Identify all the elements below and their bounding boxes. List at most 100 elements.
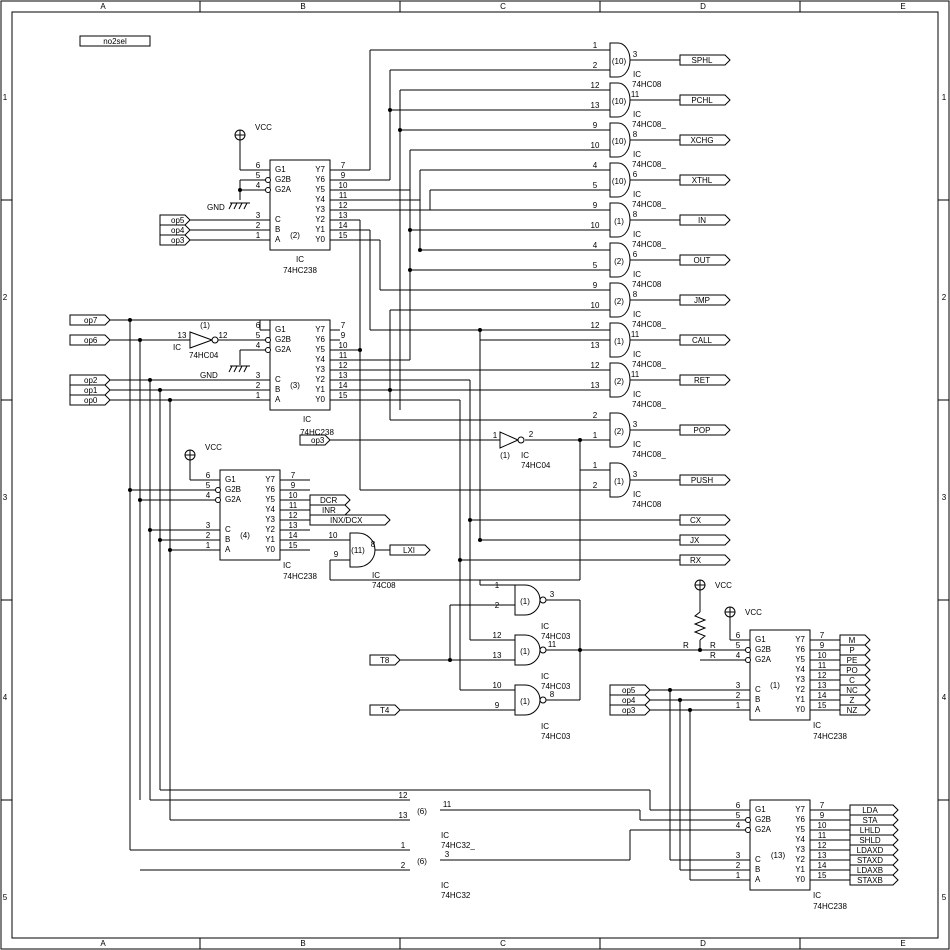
and-gate-group: (10)123IC74HC08SPHL(10)121311IC74HC08_PC… [591, 41, 731, 509]
col-label-d: D [700, 2, 706, 11]
and-gate-body [609, 362, 631, 398]
gate-ref: (1) [520, 597, 530, 606]
pin-num: 2 [206, 531, 211, 540]
pin-num: 11 [548, 640, 557, 649]
output-tag [679, 424, 731, 436]
col-label-e: E [900, 2, 905, 11]
input-op5-label: op5 [622, 686, 636, 695]
pin-num: 15 [339, 391, 348, 400]
pin-c: C [755, 855, 761, 864]
and-gate-body [609, 162, 631, 198]
pin-y2: Y2 [795, 855, 805, 864]
pin-num: 9 [593, 281, 598, 290]
vcc-symbol-u4: VCC [184, 443, 222, 461]
pin-num: 5 [256, 331, 261, 340]
pin-num: 6 [256, 321, 261, 330]
output-store-3: LHLD [849, 824, 899, 836]
gate-type: 74HC08_ [632, 450, 666, 459]
output-store-5: LDAXD [849, 844, 899, 856]
input-op3: op3 [159, 234, 191, 246]
input-op6: op6 [69, 334, 111, 346]
input-op0-label: op0 [84, 396, 98, 405]
input-op1-label: op1 [84, 386, 98, 395]
output-tag [679, 94, 731, 106]
pin-y2: Y2 [315, 375, 325, 384]
row-label-1: 1 [3, 93, 8, 102]
pin-y6: Y6 [315, 335, 325, 344]
gate-ref: (6) [417, 857, 427, 866]
pin-y5: Y5 [795, 825, 805, 834]
gnd-label: GND [207, 203, 225, 212]
output-tag [679, 374, 731, 386]
output-inr-label: INR [322, 506, 336, 515]
pin-num: 7 [291, 471, 296, 480]
gate-type: 74HC08_ [632, 320, 666, 329]
output-label: PUSH [691, 476, 713, 485]
gate-type: 74HC08_ [632, 200, 666, 209]
gate-type: 74HC08_ [632, 360, 666, 369]
pin-num: 1 [593, 41, 598, 50]
output-store-7: LDAXB [849, 864, 899, 876]
pin-g2a: G2A [755, 825, 772, 834]
input-op2-label: op2 [84, 376, 98, 385]
output-label: Z [850, 696, 855, 705]
pin-y6: Y6 [795, 815, 805, 824]
pin-num: 6 [633, 170, 638, 179]
gate-ic: IC [441, 831, 449, 840]
output-inxdcx-label: INX/DCX [330, 516, 363, 525]
pin-num: 1 [593, 461, 598, 470]
output-ret: RET [679, 374, 731, 386]
output-label: STA [863, 816, 879, 825]
pin-num: 2 [256, 381, 261, 390]
pin-num: 13 [289, 521, 298, 530]
pin-num: 13 [339, 211, 348, 220]
pin-num: 2 [593, 411, 598, 420]
input-op5: op5 [159, 214, 191, 226]
gate-ref: (10) [612, 97, 627, 106]
pin-num: 4 [736, 821, 741, 830]
output-tag [679, 294, 731, 306]
pin-b: B [755, 865, 760, 874]
pin-b: B [225, 535, 230, 544]
pin-num: 13 [399, 811, 408, 820]
pin-num: 10 [591, 301, 600, 310]
input-op6-label: op6 [84, 336, 98, 345]
input-op3-label: op3 [171, 236, 185, 245]
pin-y7: Y7 [315, 325, 325, 334]
pin-num: 15 [339, 231, 348, 240]
pin-num: 12 [219, 331, 228, 340]
pin-num: 11 [818, 661, 827, 670]
pin-c: C [225, 525, 231, 534]
gate-ref: (2) [614, 427, 624, 436]
col-label-e-bottom: E [900, 939, 905, 948]
output-jx-label: JX [690, 536, 700, 545]
output-tag [849, 854, 899, 866]
pin-num: 8 [633, 290, 638, 299]
output-label: POP [694, 426, 711, 435]
output-tag [839, 644, 871, 656]
and-gate-body [609, 462, 631, 498]
pin-num: 12 [591, 321, 600, 330]
row-label-2-right: 2 [942, 293, 947, 302]
pin-num: 12 [591, 81, 600, 90]
gate-ic: IC [541, 622, 549, 631]
pin-y5: Y5 [795, 655, 805, 664]
pin-num: 9 [495, 701, 500, 710]
decoder-u4: G1 G2B G2A C B A Y7 Y6 Y5 Y4 Y3 Y2 Y1 Y0… [206, 469, 317, 581]
input-op3-b: op3 [299, 434, 331, 446]
output-jx: JX [679, 534, 731, 546]
gate-ref: (10) [612, 177, 627, 186]
pin-num: 15 [818, 701, 827, 710]
col-label-b: B [300, 2, 305, 11]
pin-num: 3 [550, 590, 555, 599]
pin-num: 12 [339, 361, 348, 370]
decoder-u1-cond: G1 G2B G2A C B A Y7 Y6 Y5 Y4 Y3 Y2 Y1 Y0… [736, 629, 847, 741]
output-label: LHLD [860, 826, 881, 835]
output-tag [849, 824, 899, 836]
output-in: IN [679, 214, 731, 226]
